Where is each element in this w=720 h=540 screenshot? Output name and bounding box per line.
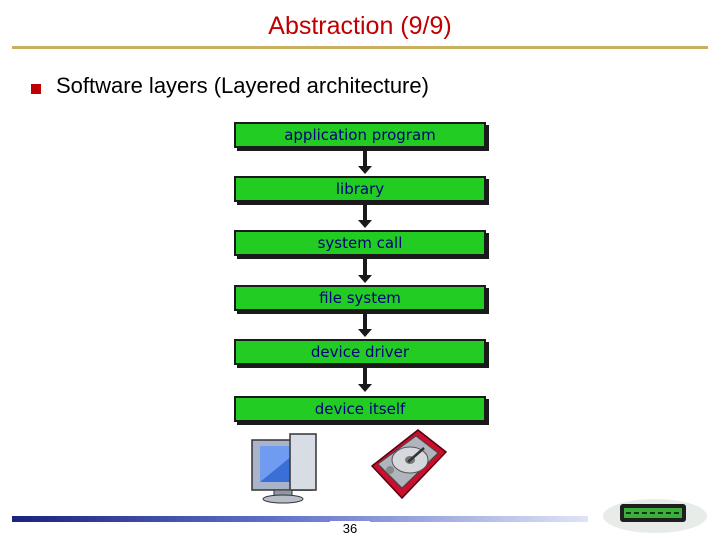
page-number: 36	[330, 521, 370, 539]
arrow-head	[358, 384, 372, 392]
monitor-icon	[251, 433, 317, 504]
layer-device-itself: device itself	[234, 396, 486, 422]
arrow-connector	[363, 202, 367, 220]
hard-disk-icon	[370, 429, 448, 500]
arrow-head	[358, 220, 372, 228]
arrow-connector	[363, 365, 367, 384]
arrow-head	[358, 166, 372, 174]
arrow-connector	[363, 256, 367, 275]
layer-device-driver: device driver	[234, 339, 486, 365]
arrow-connector	[363, 311, 367, 329]
layer-library: library	[234, 176, 486, 202]
layer-system-call: system call	[234, 230, 486, 256]
arrow-head	[358, 275, 372, 283]
bullet-marker	[31, 84, 41, 94]
arrow-connector	[363, 148, 367, 166]
layer-application-program: application program	[234, 122, 486, 148]
arrow-head	[358, 329, 372, 337]
title-divider	[12, 46, 708, 49]
layer-file-system: file system	[234, 285, 486, 311]
logo-image	[603, 499, 707, 533]
slide-title: Abstraction (9/9)	[268, 12, 452, 40]
bullet-text: Software layers (Layered architecture)	[56, 73, 429, 98]
footer-bar	[12, 516, 588, 522]
